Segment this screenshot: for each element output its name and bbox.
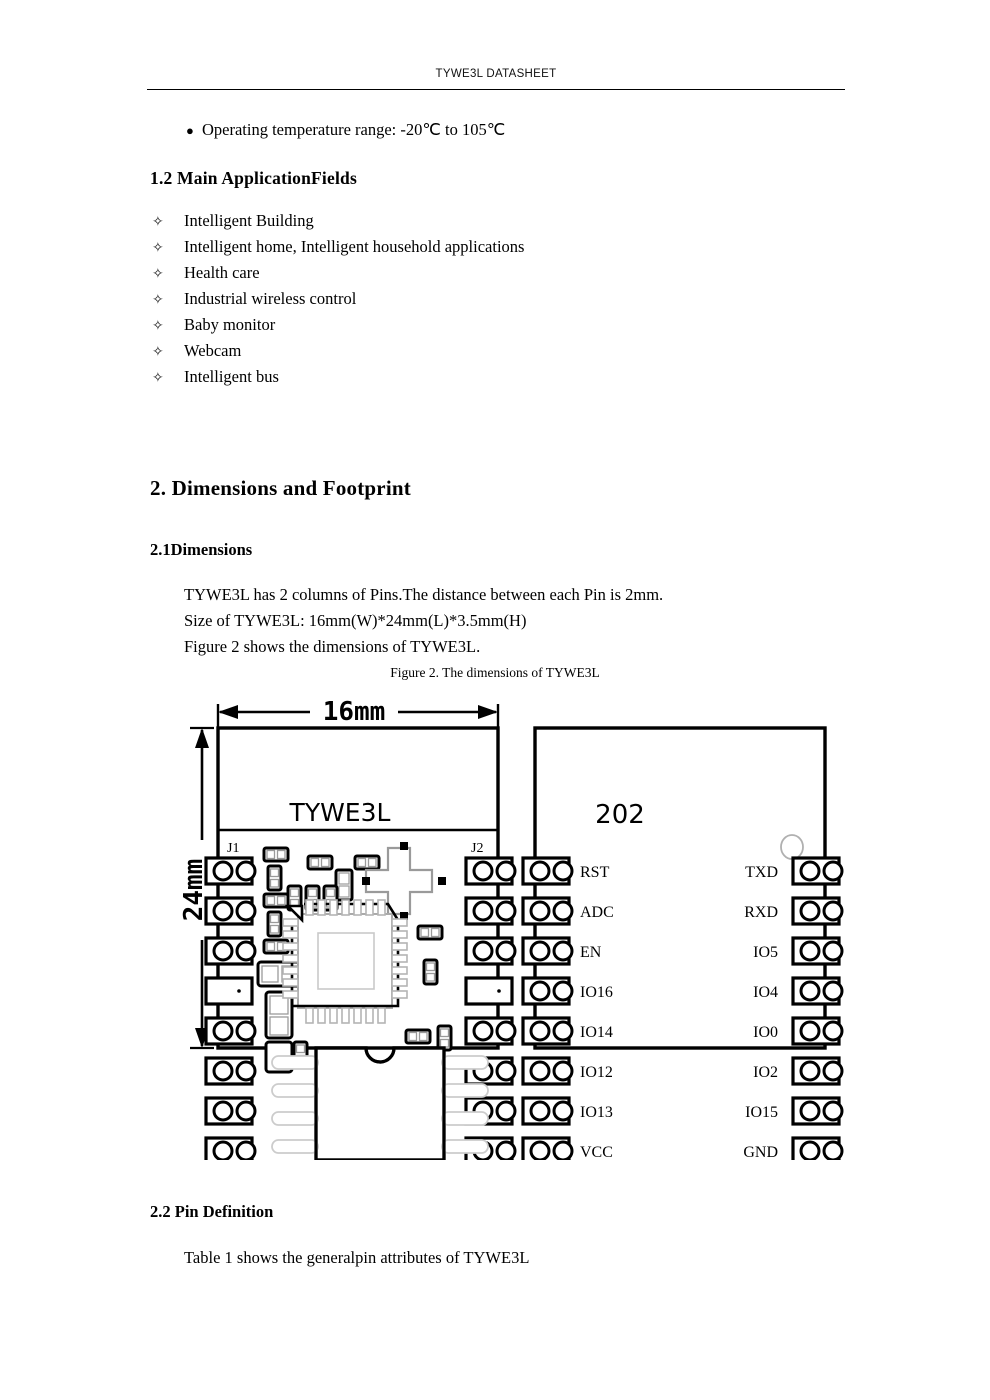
pin-label-left: VCC [580,1144,613,1160]
connector-designator-j1: J1 [227,841,239,856]
page-header-rule [147,89,845,90]
pin-label-left: EN [580,944,602,961]
pin-label-left: IO13 [580,1104,613,1121]
pin-label-left: RST [580,864,610,881]
diamond-bullet-icon: ✧ [152,266,164,282]
rf-cross-pad [364,846,434,916]
spec-bullet-text: Operating temperature range: -20℃ to 105… [202,120,506,139]
right-board-marking: 202 [595,800,645,830]
figure-2-dimensions: 16mm 24mm TYWE3L J1 [180,690,860,1160]
list-item-label: Intelligent home, Intelligent household … [184,237,525,256]
pin-label-right: IO15 [745,1104,778,1121]
diamond-bullet-icon: ✧ [152,292,164,308]
left-board-top-view: TYWE3L J1 J2 [204,726,517,1160]
heading-2: 2. Dimensions and Footprint [150,476,411,500]
list-item-label: Health care [184,263,260,282]
pin-label-left: IO14 [580,1024,613,1041]
pin-label-right: RXD [744,904,778,921]
bullet-dot-icon: ● [186,123,194,138]
pin-label-right: GND [743,1144,778,1160]
diamond-bullet-icon: ✧ [152,370,164,386]
left-board-components [256,842,489,1160]
pin-label-right: IO5 [753,944,778,961]
list-item: ✧ Webcam [152,341,524,367]
alignment-hole-icon [780,834,804,860]
left-board-silkscreen-label: TYWE3L [289,798,391,827]
application-fields-list: ✧ Intelligent Building ✧ Intelligent hom… [152,211,524,393]
pin-label-right: IO0 [753,1024,778,1041]
diamond-bullet-icon: ✧ [152,214,164,230]
pin-label-right: TXD [745,864,778,881]
pin-label-left: IO16 [580,984,613,1001]
list-item: ✧ Health care [152,263,524,289]
paragraph-dimensions-3: Figure 2 shows the dimensions of TYWE3L. [184,637,481,656]
dimension-width-label: 16mm [323,697,386,727]
diamond-bullet-icon: ✧ [152,240,164,256]
figure-caption: Figure 2. The dimensions of TYWE3L [390,665,600,680]
paragraph-dimensions-1: TYWE3L has 2 columns of Pins.The distanc… [184,585,664,604]
mcu-qfn-package [282,899,408,1024]
list-item: ✧ Intelligent home, Intelligent househol… [152,237,524,263]
list-item: ✧ Intelligent bus [152,367,524,393]
pin-label-right: IO4 [753,984,778,1001]
dimension-width-16mm [216,704,500,730]
list-item-label: Intelligent Building [184,211,314,230]
list-item: ✧ Baby monitor [152,315,524,341]
diamond-bullet-icon: ✧ [152,318,164,334]
list-item-label: Baby monitor [184,315,276,334]
heading-2-2: 2.2 Pin Definition [150,1202,274,1221]
dimension-height-label: 24mm [180,859,209,922]
pin-label-left: IO12 [580,1064,613,1081]
heading-1-2: 1.2 Main ApplicationFields [150,168,357,188]
list-item: ✧ Intelligent Building [152,211,524,237]
page-header-title: TYWE3L DATASHEET [435,68,557,80]
paragraph-pin-definition: Table 1 shows the generalpin attributes … [184,1248,530,1267]
list-item: ✧ Industrial wireless control [152,289,524,315]
paragraph-dimensions-2: Size of TYWE3L: 16mm(W)*24mm(L)*3.5mm(H) [184,611,527,630]
list-item-label: Intelligent bus [184,367,279,386]
pin-label-right: IO2 [753,1064,778,1081]
pin-label-left: ADC [580,904,614,921]
diamond-bullet-icon: ✧ [152,344,164,360]
spec-bullet-item: ● Operating temperature range: -20℃ to 1… [186,120,505,140]
flash-ic-package [271,1046,489,1160]
right-board-pinout-view: 202 [521,726,844,1160]
list-item-label: Webcam [184,341,242,360]
heading-2-1: 2.1Dimensions [150,540,253,559]
list-item-label: Industrial wireless control [184,289,357,308]
connector-designator-j2: J2 [471,841,483,856]
